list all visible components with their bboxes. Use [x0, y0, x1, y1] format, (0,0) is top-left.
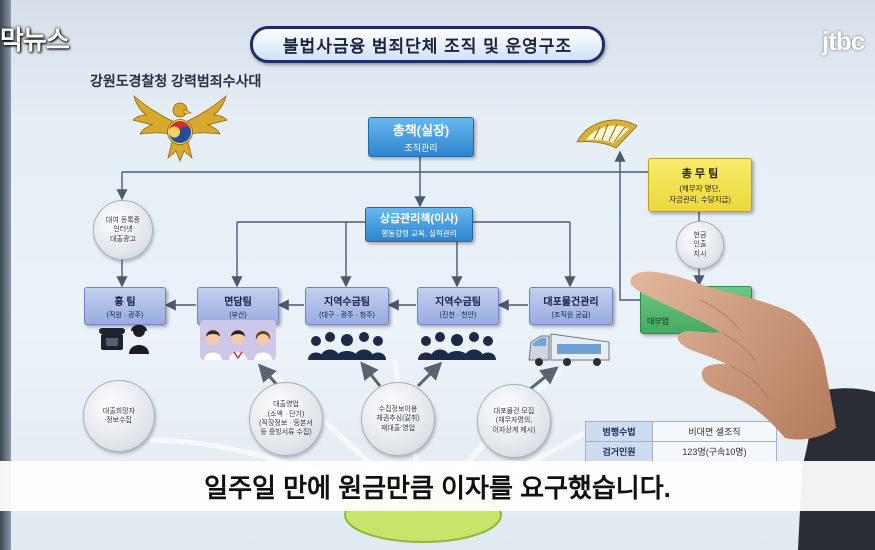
telephone-icon — [99, 328, 125, 350]
cash-circle-line: 지시 — [693, 250, 707, 258]
circle-line: 대출희망자 — [102, 407, 136, 415]
manager-desc: 행동강령 교육, 실적관리 — [381, 229, 457, 238]
boss-title: 총책(실장) — [392, 123, 450, 138]
emblem-beak — [183, 108, 192, 115]
stats-table: 범행수법 비대면 셀조직 검거인원 123명(구속10명) — [585, 421, 777, 462]
circle-line: (직장정보 · 등본서 — [259, 420, 313, 427]
face — [254, 331, 272, 360]
circle-line: (소액 · 단기) — [267, 410, 305, 418]
team-title: 면담팀 — [224, 296, 252, 308]
general-affairs-title: 총 무 팀 — [681, 168, 719, 180]
hand-skin — [630, 271, 836, 440]
program-tag: 막뉴스 — [0, 25, 70, 55]
ad-circle-line: 대여 등록증 — [105, 216, 141, 224]
team-desc: (조직원 공급) — [551, 311, 591, 319]
diagram-title-text: 불법사금융 범죄단체 조직 및 운영구조 — [282, 37, 573, 56]
circle-line: 대출영업 — [273, 401, 299, 409]
team-title: 지역수금팀 — [435, 296, 481, 308]
emblem-head — [172, 102, 188, 118]
manager-title: 상급관리책(이사) — [379, 213, 459, 225]
cash-circle: 현금 인출 지시 — [676, 221, 724, 269]
operator-person-icon — [129, 324, 149, 354]
stats-value: 비대면 셀조직 — [653, 422, 776, 441]
cash-circle-line: 인출 — [693, 241, 707, 249]
taegeuk-blue — [169, 126, 191, 143]
team-box: 대포물건관리 (조직원 공급) — [529, 287, 613, 325]
bottom-circle: 수집정보이용 채권추심(갈취) 재대출 영업 — [361, 382, 435, 456]
caption-text: 일주일 만에 원금만큼 이자를 요구했습니다. — [204, 472, 671, 503]
team-box: 지역수금팀 (진천 · 천안) — [417, 287, 499, 325]
team-desc: (진천 · 천안) — [439, 311, 477, 319]
boss-desc: 조직관리 — [404, 143, 438, 153]
emblem-tail — [167, 141, 193, 162]
bottom-circle: 대출희망자 정보수집 — [83, 380, 155, 452]
truck-icon — [528, 333, 610, 366]
diagram-title: 불법사금융 범죄단체 조직 및 운영구조 — [250, 26, 605, 63]
emblem-left-wing — [132, 94, 179, 135]
bottom-circle: 대포물건 모집 (채무자명의, 이자상계 제시) — [477, 384, 551, 458]
team-title: 지역수금팀 — [324, 296, 370, 308]
stats-value: 123명(구속10명) — [653, 442, 776, 461]
circle-line: 대포물건 모집 — [493, 407, 535, 415]
agency-name: 강원도경찰청 강력범죄수사대 — [90, 73, 262, 89]
ad-circle-line: 대출광고 — [110, 235, 136, 243]
fan-rays — [593, 123, 626, 143]
emblem-right-wing — [181, 94, 228, 135]
stats-label: 검거인원 — [586, 442, 653, 461]
delivery-team-sub: 대부업 — [647, 316, 670, 326]
cash-circle-line: 현금 — [693, 231, 707, 239]
circle-line: 이자상계 제시) — [492, 426, 536, 434]
interview-faces-panel — [200, 320, 276, 360]
boss-box: 총책(실장) 조직관리 — [368, 117, 474, 157]
hand-creases — [699, 299, 769, 399]
team-desc: (부산) — [229, 311, 247, 319]
team-box: 홍 팀 (직원 · 광주) — [84, 287, 166, 325]
manager-box: 상급관리책(이사) 행동강령 교육, 실적관리 — [365, 207, 473, 242]
crowd-icon — [308, 332, 386, 360]
team-title: 홍 팀 — [114, 296, 136, 308]
screen-bezel — [0, 0, 11, 550]
team-title: 대포물건관리 — [543, 296, 599, 308]
stats-label: 범행수법 — [586, 422, 653, 441]
team-desc: (대구 · 광주 · 청주) — [319, 311, 375, 319]
team-desc: (직원 · 광주) — [106, 311, 144, 319]
general-affairs-desc-2: 자금관리, 수당지급) — [669, 195, 731, 204]
general-affairs-desc-1: (채무자 명단, — [679, 184, 721, 193]
bottom-circle: 대출영업 (소액 · 단기) (직장정보 · 등본서 등 증빙서류 수집) — [249, 382, 323, 456]
stats-row: 범행수법 비대면 셀조직 — [585, 421, 777, 442]
ad-circle: 대여 등록증 인터넷 대출광고 — [93, 200, 153, 260]
general-affairs-box: 총 무 팀 (채무자 명단, 자금관리, 수당지급) — [648, 158, 752, 212]
subtitle-caption: 일주일 만에 원금만큼 이자를 요구했습니다. — [0, 461, 875, 511]
team-box: 지역수금팀 (대구 · 광주 · 청주) — [305, 287, 389, 325]
face — [204, 330, 222, 360]
circle-line: 정보수집 — [106, 417, 132, 424]
fan-inner — [586, 125, 629, 143]
faces-icon — [204, 330, 272, 360]
circle-line: 수집정보이용 — [378, 405, 418, 413]
circle-line: 등 증빙서류 수집) — [260, 429, 312, 437]
jtbc-logo: jtbc — [822, 26, 865, 56]
gold-emblem-icon — [576, 119, 638, 149]
ad-circle-line: 인터넷 — [113, 226, 133, 234]
police-emblem-icon — [132, 94, 228, 162]
crowd-icon — [418, 332, 496, 360]
circle-line: 재대출 영업 — [380, 424, 416, 432]
circle-line: 채권추심(갈취) — [376, 415, 420, 423]
face — [229, 330, 247, 360]
circle-line: (채무자명의, — [495, 417, 533, 425]
